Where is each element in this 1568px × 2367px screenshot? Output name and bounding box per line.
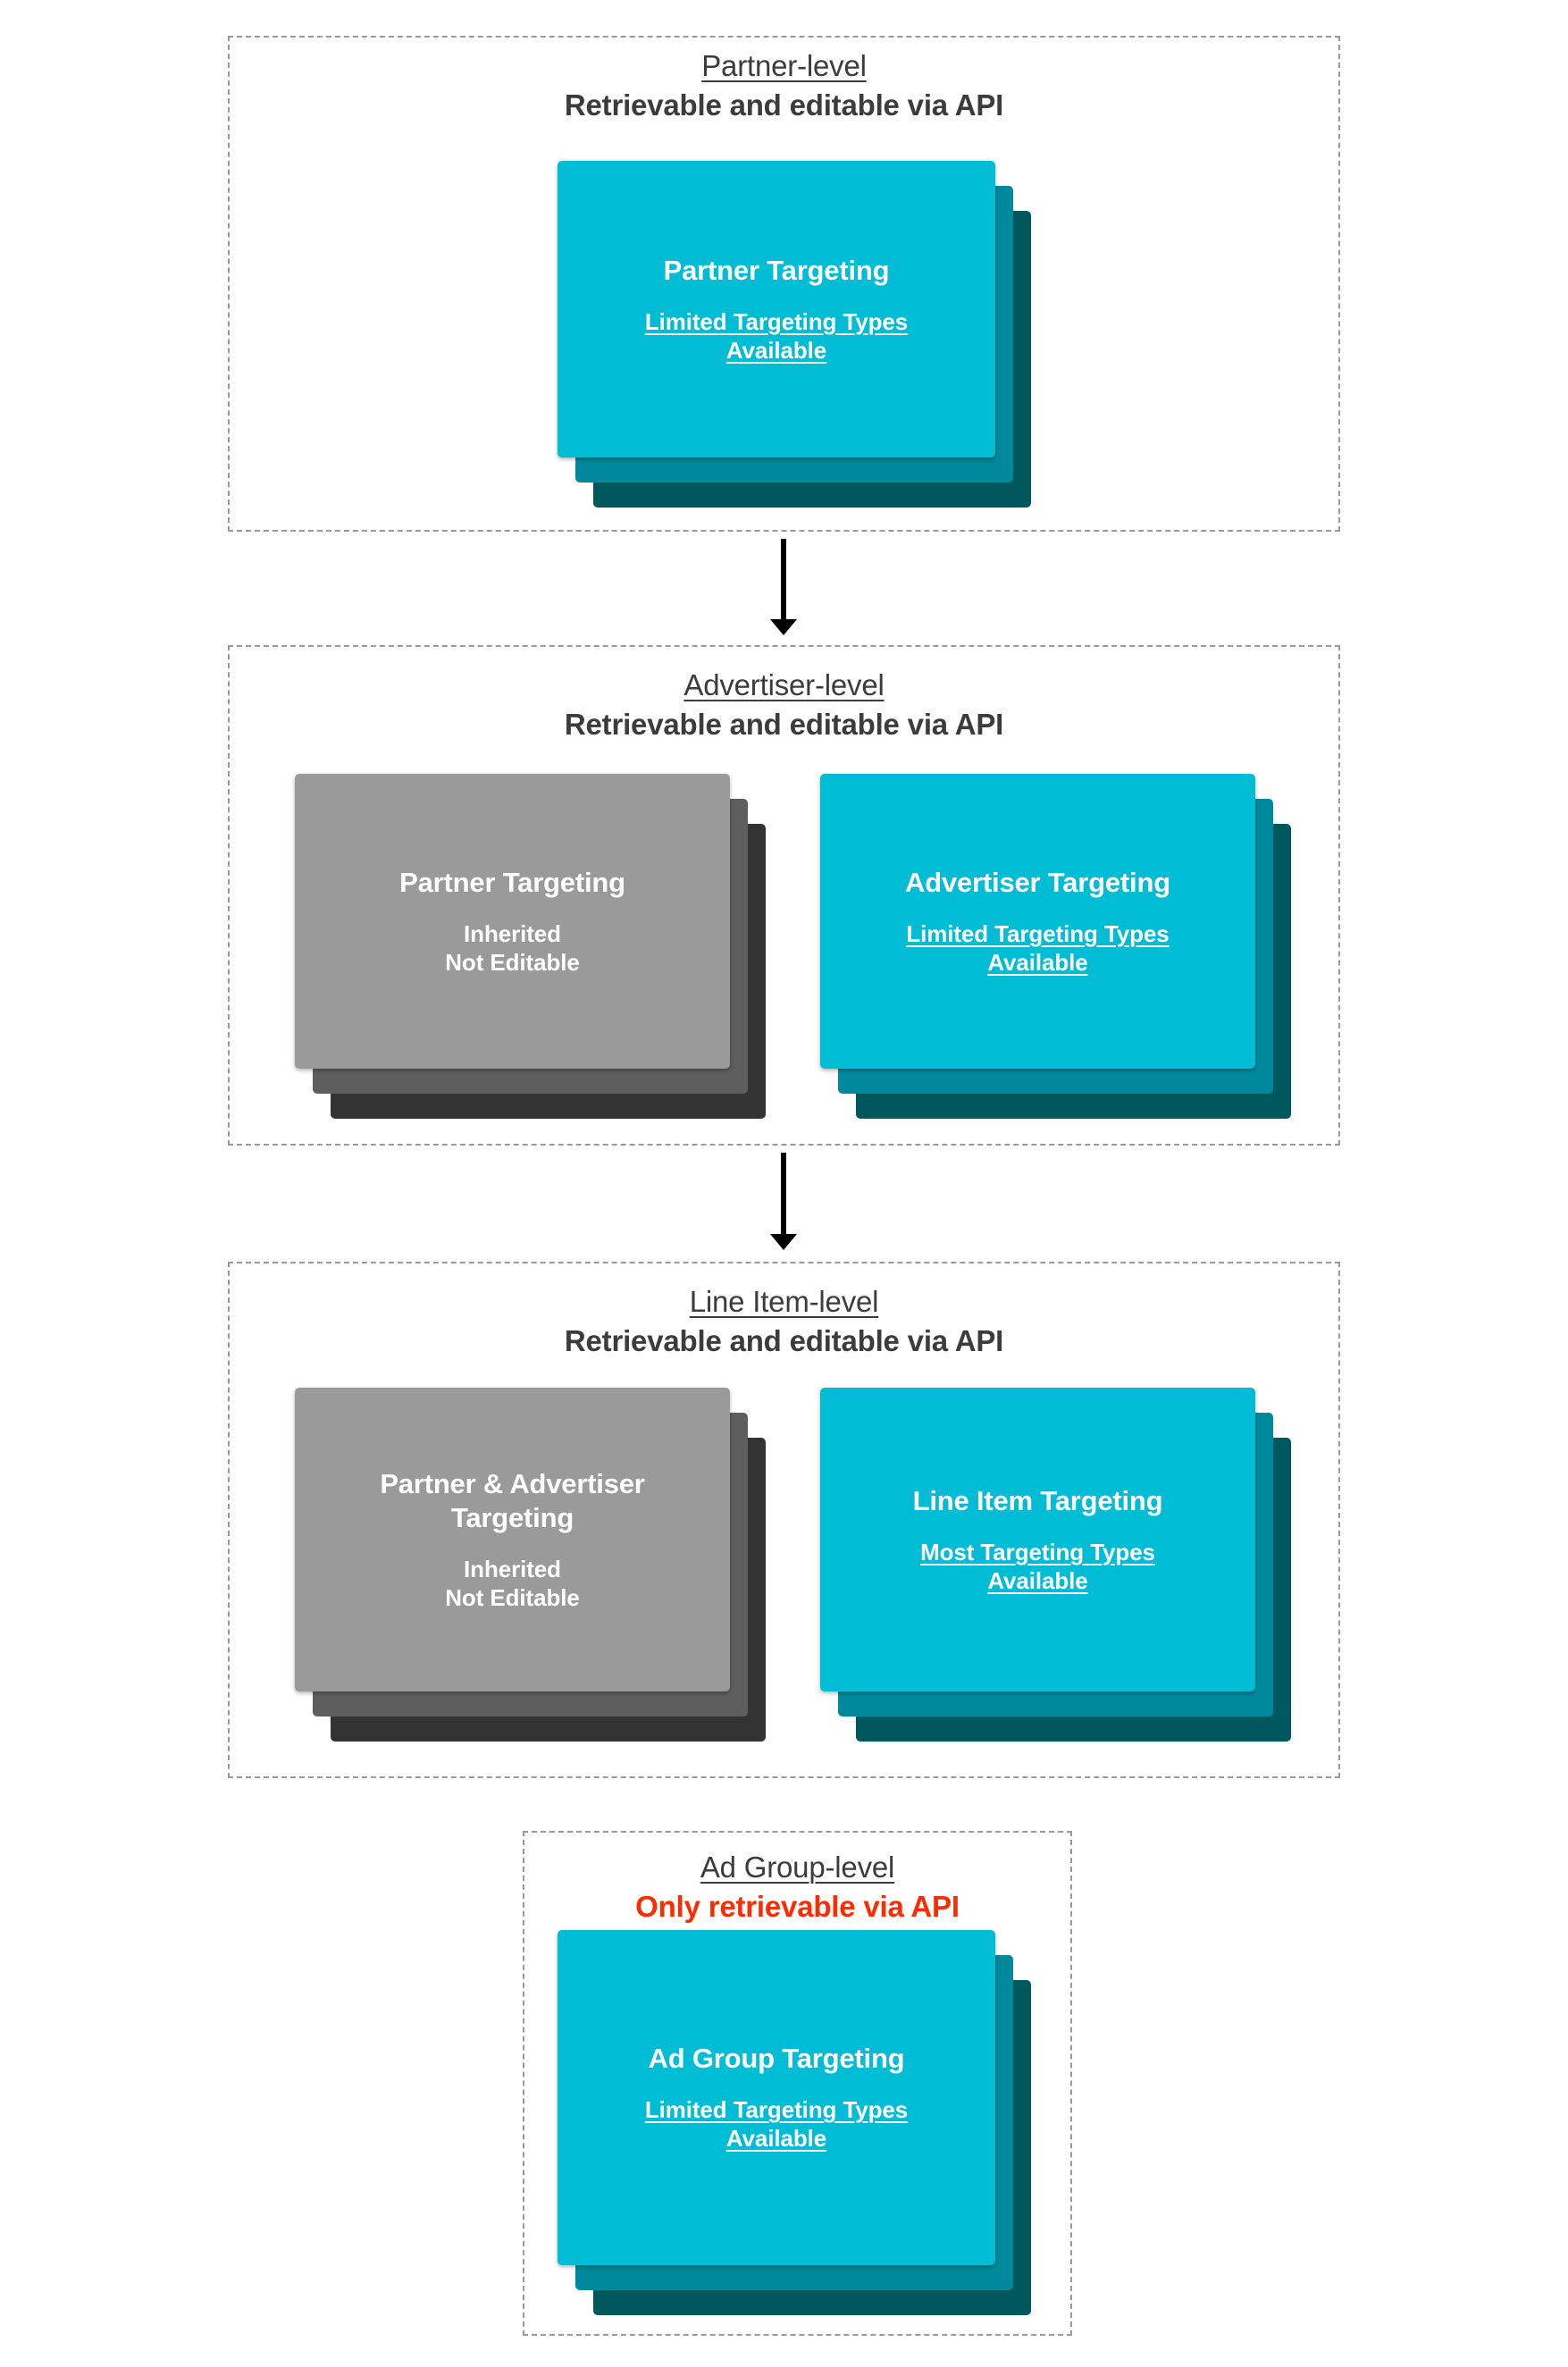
card-subtext-line2: Available <box>725 336 827 364</box>
card-layer-front[interactable]: Partner Targeting Inherited Not Editable <box>295 774 730 1069</box>
card-subtext-line1: Limited Targeting Types <box>644 2096 909 2124</box>
card-title: Partner Targeting <box>663 254 890 286</box>
card-title: Ad Group Targeting <box>648 2043 905 2075</box>
card-subtext-line1: Limited Targeting Types <box>644 307 909 335</box>
arrow-advertiser-to-line-item <box>766 1153 801 1251</box>
card-stack-partner-targeting[interactable]: Partner Targeting Limited Targeting Type… <box>558 161 1031 508</box>
arrow-head <box>770 1234 797 1250</box>
level-header-partner: Partner-level Retrievable and editable v… <box>228 51 1340 120</box>
level-box-line-item <box>228 1262 1340 1778</box>
card-subtext: Most Targeting Types Available <box>920 1538 1155 1595</box>
card-subtext-line2: Available <box>987 948 1088 976</box>
level-box-partner <box>228 36 1340 532</box>
level-header-ad-group: Ad Group-level Only retrievable via API <box>523 1852 1072 1921</box>
card-stack-ad-group-targeting[interactable]: Ad Group Targeting Limited Targeting Typ… <box>558 1930 1031 2315</box>
card-subtext-line1: Limited Targeting Types <box>906 919 1170 947</box>
card-stack-line-item-targeting[interactable]: Line Item Targeting Most Targeting Types… <box>820 1388 1291 1742</box>
card-layer-front[interactable]: Ad Group Targeting Limited Targeting Typ… <box>558 1930 995 2265</box>
card-layer-front[interactable]: Partner Targeting Limited Targeting Type… <box>558 161 995 457</box>
level-subtitle-advertiser: Retrievable and editable via API <box>564 708 1004 741</box>
card-stack-line-item-inherited[interactable]: Partner & Advertiser Targeting Inherited… <box>295 1388 766 1742</box>
level-box-ad-group <box>523 1831 1072 2336</box>
card-title: Advertiser Targeting <box>905 866 1170 898</box>
card-layer-front[interactable]: Line Item Targeting Most Targeting Types… <box>820 1388 1255 1691</box>
level-title-partner: Partner-level <box>701 49 867 82</box>
card-subtext: Limited Targeting Types Available <box>645 307 908 365</box>
level-subtitle-line-item: Retrievable and editable via API <box>564 1324 1004 1357</box>
card-subtext: Inherited Not Editable <box>445 919 580 977</box>
card-subtext-line1: Inherited <box>464 919 561 947</box>
level-header-advertiser: Advertiser-level Retrievable and editabl… <box>228 670 1340 739</box>
card-title: Line Item Targeting <box>912 1484 1163 1516</box>
level-title-line-item: Line Item-level <box>689 1285 879 1318</box>
arrow-shaft <box>781 1153 786 1236</box>
card-subtext-line2: Available <box>987 1566 1088 1594</box>
card-subtext-line2: Not Editable <box>445 948 580 976</box>
level-title-ad-group: Ad Group-level <box>700 1851 895 1884</box>
card-title: Partner Targeting <box>399 866 625 898</box>
card-subtext: Inherited Not Editable <box>445 1555 580 1612</box>
level-subtitle-partner: Retrievable and editable via API <box>564 88 1004 122</box>
card-subtext-line2: Not Editable <box>445 1583 580 1611</box>
level-header-line-item: Line Item-level Retrievable and editable… <box>228 1287 1340 1356</box>
card-title: Partner & Advertiser Targeting <box>380 1467 645 1533</box>
level-title-advertiser: Advertiser-level <box>683 668 885 701</box>
level-box-advertiser <box>228 645 1340 1146</box>
card-stack-advertiser-targeting[interactable]: Advertiser Targeting Limited Targeting T… <box>820 774 1291 1119</box>
level-subtitle-ad-group: Only retrievable via API <box>635 1890 960 1923</box>
card-subtext-line1: Most Targeting Types <box>920 1538 1155 1565</box>
card-stack-advertiser-inherited[interactable]: Partner Targeting Inherited Not Editable <box>295 774 766 1119</box>
arrow-shaft <box>781 539 786 621</box>
arrow-head <box>770 619 797 635</box>
card-subtext-line2: Available <box>725 2125 827 2153</box>
card-layer-front[interactable]: Advertiser Targeting Limited Targeting T… <box>820 774 1255 1069</box>
card-layer-front[interactable]: Partner & Advertiser Targeting Inherited… <box>295 1388 730 1691</box>
arrow-partner-to-advertiser <box>766 539 801 635</box>
card-subtext-line1: Inherited <box>464 1555 561 1582</box>
card-subtext: Limited Targeting Types Available <box>645 2095 908 2153</box>
card-subtext: Limited Targeting Types Available <box>906 919 1169 977</box>
